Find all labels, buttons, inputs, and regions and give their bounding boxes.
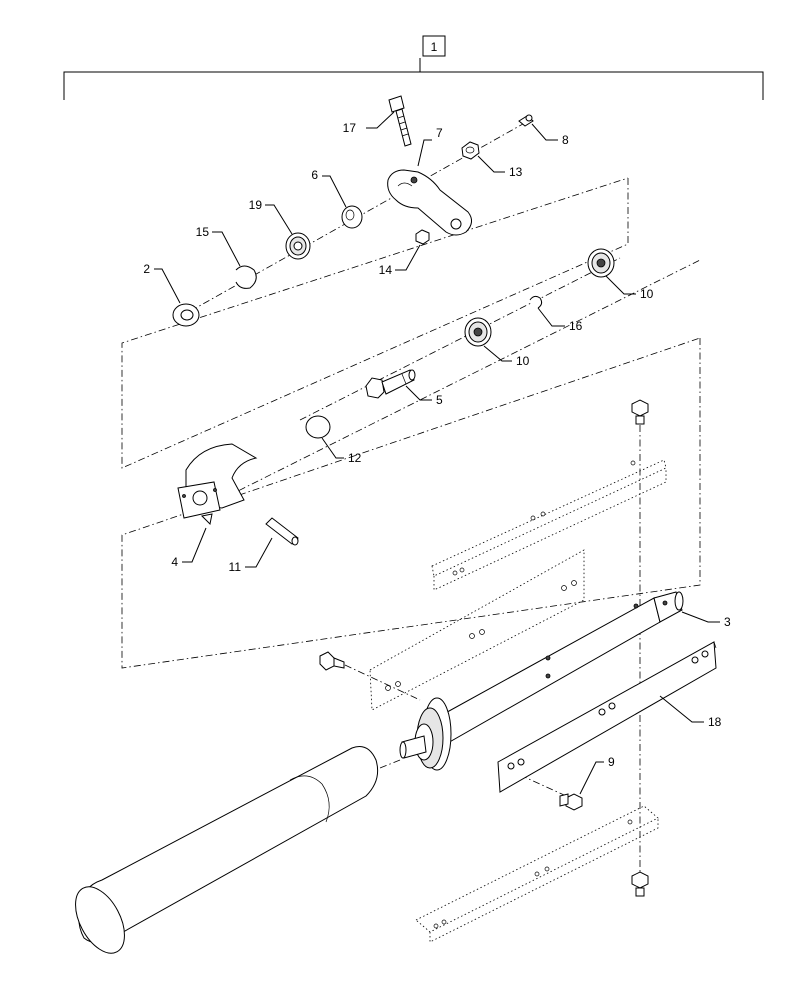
flange-bolt-left-part [319, 651, 345, 671]
assembly-label-box [422, 35, 446, 57]
o-ring-12-part [305, 415, 331, 439]
callout-7: 7 [436, 126, 443, 140]
callout-11: 11 [229, 560, 242, 574]
small-nut-part [415, 229, 430, 245]
bearing-10-lower-part [464, 317, 492, 347]
nut-part [461, 141, 480, 160]
callout-14: 14 [379, 263, 393, 277]
callout-17: 17 [343, 121, 357, 135]
callout-6: 6 [311, 168, 318, 182]
cam-part [177, 443, 258, 526]
callout-2: 2 [143, 262, 150, 276]
callout-19: 19 [249, 198, 263, 212]
roll-pin-part [265, 517, 299, 546]
upper-plate-outline [431, 459, 667, 591]
snap-ring-15-part [235, 265, 257, 289]
long-plate-outline [369, 549, 585, 711]
callout-3: 3 [724, 615, 731, 629]
callout-16: 16 [569, 319, 583, 333]
lower-plate-outline [415, 805, 659, 943]
assembly-bracket: 1 [63, 35, 764, 100]
callout-10-upper: 10 [640, 287, 654, 301]
callout-13: 13 [509, 165, 523, 179]
bearing-10-upper-part [587, 248, 615, 278]
ball-part [341, 205, 363, 229]
snap-ring-16-part [529, 295, 543, 309]
bearing-19-part [285, 232, 311, 260]
callout-9: 9 [608, 755, 615, 769]
fitting-part [518, 114, 534, 127]
bushing-2-part [172, 303, 200, 327]
plate-18-part [497, 641, 717, 793]
callout-8: 8 [562, 133, 569, 147]
shaft-part [399, 591, 684, 771]
flange-bolt-bottom-part [631, 871, 649, 897]
bolt-part [388, 95, 412, 147]
arm-part [387, 169, 472, 236]
callout-15: 15 [196, 225, 210, 239]
callout-10-lower: 10 [516, 354, 530, 368]
callout-5: 5 [436, 393, 443, 407]
callout-18: 18 [708, 715, 722, 729]
callout-numbers: 17 7 8 13 6 19 15 2 14 10 16 10 5 12 4 1… [143, 121, 731, 769]
flange-bolt-9-part [559, 793, 583, 811]
callout-12: 12 [348, 451, 362, 465]
callout-4: 4 [171, 555, 178, 569]
assembly-label: 1 [431, 40, 438, 54]
flange-bolt-top-part [631, 399, 649, 425]
roller-tube-part [75, 746, 379, 954]
leader-lines [154, 111, 720, 795]
pin-shaft-part [365, 369, 416, 399]
